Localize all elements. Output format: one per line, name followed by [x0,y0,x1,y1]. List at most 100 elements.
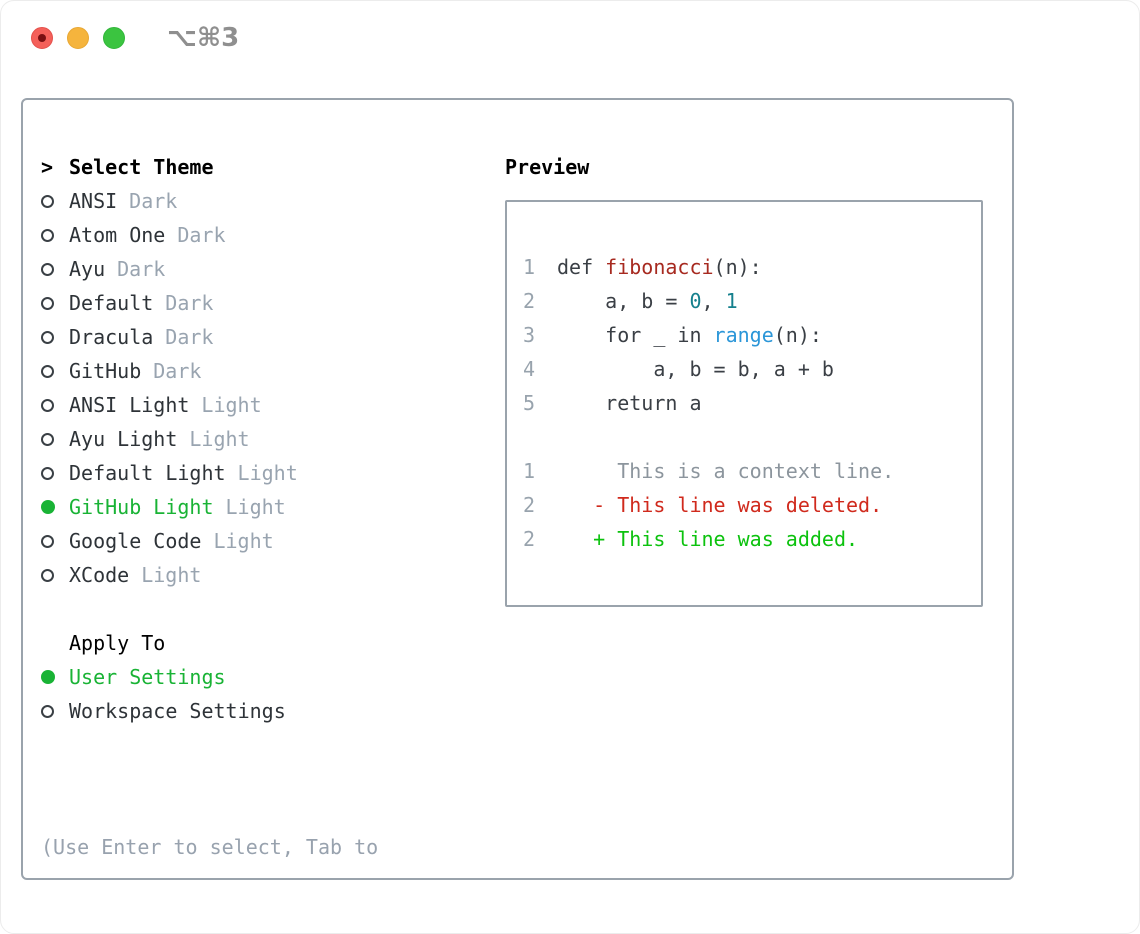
radio-icon [41,500,55,514]
theme-list-column: > Select Theme ANSI Dark Atom One Dark A… [23,100,485,878]
theme-option[interactable]: Default Light Light [41,456,485,490]
theme-name: Default Light [69,461,226,485]
theme-variant: Dark [177,223,226,247]
preview-column: Preview 1 def fibonacci (n): 2 a, b = 0 … [485,100,1012,878]
diff-text: This is a context line. [557,459,895,483]
code-text: a, b = [557,289,690,313]
code-text: , [701,289,726,313]
line-number: 3 [523,323,536,347]
radio-icon [41,194,54,208]
keyboard-hint: (Use Enter to select, Tab to change focu… [41,762,485,933]
cursor-prompt-icon: > [41,155,54,179]
code-text: 0 [689,289,702,313]
theme-name: Ayu Light [69,427,178,451]
code-line: 4 a, b = b, a + b [523,352,981,386]
theme-name: Google Code [69,529,202,553]
theme-name: XCode [69,563,130,587]
theme-variant: Light [201,393,262,417]
apply-option[interactable]: Workspace Settings [41,694,485,728]
line-number: 1 [523,459,536,483]
radio-icon [41,670,55,684]
line-number: 2 [523,289,536,313]
select-theme-title: Select Theme [69,155,214,179]
theme-variant: Light [237,461,298,485]
zoom-button[interactable] [103,27,125,49]
theme-name: GitHub [69,359,142,383]
theme-name: ANSI [69,189,118,213]
diff-line-context: 1 This is a context line. [523,454,981,488]
theme-variant: Dark [165,325,214,349]
apply-option-label: Workspace Settings [69,699,286,723]
code-text: return a [557,391,702,415]
apply-option-label: User Settings [69,665,226,689]
code-text: fibonacci [605,255,714,279]
theme-name: Atom One [69,223,166,247]
radio-icon [41,330,54,344]
theme-variant: Dark [129,189,178,213]
line-number: 5 [523,391,536,415]
apply-to-header: Apply To [41,626,485,660]
code-line: 1 def fibonacci (n): [523,250,981,284]
code-text: a, b = b, a + b [557,357,834,381]
code-text: for _ in [557,323,714,347]
code-text: range [713,323,774,347]
theme-name: ANSI Light [69,393,190,417]
theme-option[interactable]: ANSI Dark [41,184,485,218]
theme-option[interactable]: Default Dark [41,286,485,320]
apply-option[interactable]: User Settings [41,660,485,694]
theme-name: Ayu [69,257,106,281]
theme-option[interactable]: ANSI Light Light [41,388,485,422]
line-number: 2 [523,493,536,517]
minimize-button[interactable] [67,27,89,49]
radio-icon [41,296,54,310]
radio-icon [41,704,54,718]
radio-icon [41,228,54,242]
window-title: ⌥⌘3 [167,23,240,53]
theme-name: GitHub Light [69,495,214,519]
titlebar: ⌥⌘3 [1,1,1139,76]
theme-variant: Dark [117,257,166,281]
select-theme-header: > Select Theme [41,150,485,184]
theme-option[interactable]: Atom One Dark [41,218,485,252]
radio-icon [41,534,54,548]
code-line: 3 for _ in range (n): [523,318,981,352]
radio-icon [41,364,54,378]
theme-variant: Light [141,563,202,587]
diff-text: - This line was deleted. [557,493,883,517]
theme-variant: Light [189,427,250,451]
theme-name: Default [69,291,154,315]
radio-icon [41,568,54,582]
theme-option[interactable]: Google Code Light [41,524,485,558]
code-line: 2 a, b = 0 , 1 [523,284,981,318]
diff-line-added: 2 + This line was added. [523,522,981,556]
theme-option[interactable]: Ayu Dark [41,252,485,286]
theme-name: Dracula [69,325,154,349]
line-number: 1 [523,255,536,279]
radio-icon [41,262,54,276]
line-number: 4 [523,357,536,381]
radio-icon [41,398,54,412]
diff-line-deleted: 2 - This line was deleted. [523,488,981,522]
radio-icon [41,466,54,480]
theme-option[interactable]: GitHub Dark [41,354,485,388]
theme-option[interactable]: Ayu Light Light [41,422,485,456]
blank-line [523,420,981,454]
close-button[interactable] [31,27,53,49]
theme-variant: Dark [165,291,214,315]
code-line: 5 return a [523,386,981,420]
theme-option[interactable]: XCode Light [41,558,485,592]
code-text: 1 [725,289,738,313]
theme-picker-panel: > Select Theme ANSI Dark Atom One Dark A… [21,98,1014,880]
theme-option[interactable]: GitHub Light Light [41,490,485,524]
code-text: (n): [713,255,762,279]
preview-box: 1 def fibonacci (n): 2 a, b = 0 , 1 3 fo… [505,200,983,607]
radio-icon [41,432,54,446]
preview-title: Preview [505,155,590,179]
code-text: (n): [773,323,822,347]
theme-variant: Light [213,529,274,553]
theme-option[interactable]: Dracula Dark [41,320,485,354]
theme-variant: Light [225,495,286,519]
apply-to-title: Apply To [69,631,166,655]
diff-text: + This line was added. [557,527,859,551]
